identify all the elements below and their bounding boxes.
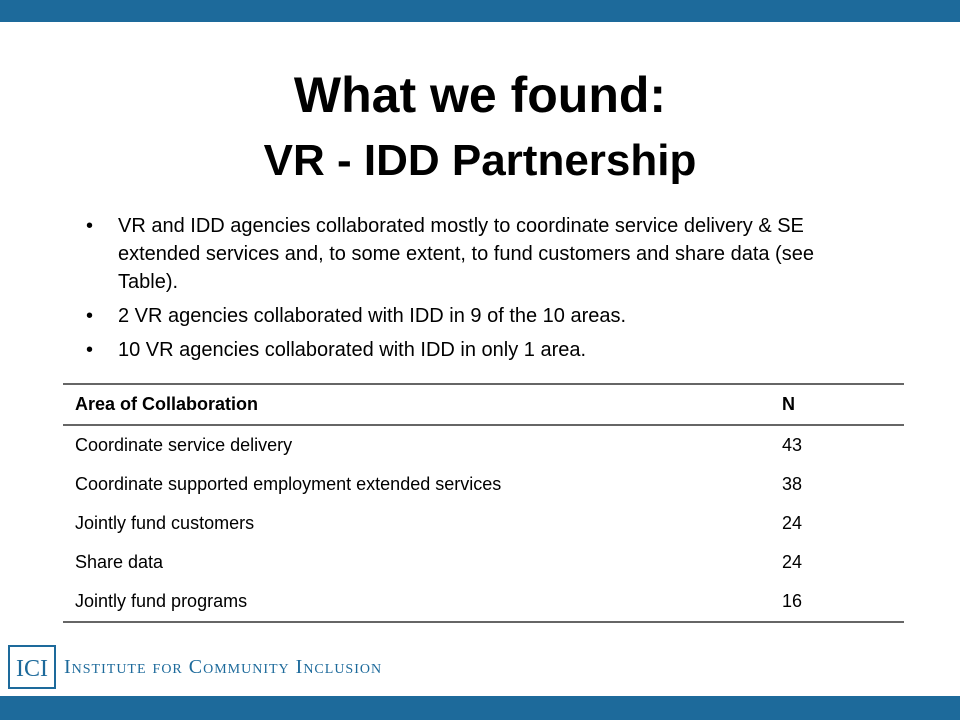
header-n: N [782, 394, 795, 414]
table-row: Coordinate service delivery 43 [63, 425, 904, 465]
bullet-icon: • [86, 305, 94, 327]
slide-title: What we found: VR - IDD Partnership [0, 62, 960, 194]
cell-area: Coordinate service delivery [75, 435, 293, 455]
bottom-banner [0, 696, 960, 720]
table-row: Jointly fund programs 16 [63, 582, 904, 622]
header-area: Area of Collaboration [75, 394, 259, 414]
logo-text: ICI [16, 656, 48, 682]
title-line-1: What we found: [293, 67, 667, 123]
title-line-2: VR - IDD Partnership [263, 136, 697, 185]
bullet-item: • 2 VR agencies collaborated with IDD in… [80, 302, 820, 330]
bullet-text: 10 VR agencies collaborated with IDD in … [118, 339, 587, 361]
org-name: Institute for Community Inclusion [64, 656, 383, 678]
bullet-item: • VR and IDD agencies collaborated mostl… [80, 212, 820, 296]
top-banner [0, 0, 960, 22]
cell-area: Coordinate supported employment extended… [75, 474, 502, 494]
bullet-icon: • [86, 339, 94, 361]
collaboration-table: Area of Collaboration N Coordinate servi… [63, 383, 904, 623]
table-row: Share data 24 [63, 543, 904, 582]
cell-n: 16 [782, 591, 803, 611]
bullet-list: • VR and IDD agencies collaborated mostl… [80, 212, 820, 370]
bullet-text: 2 VR agencies collaborated with IDD in 9… [118, 305, 627, 327]
bullet-item: • 10 VR agencies collaborated with IDD i… [80, 336, 820, 364]
cell-n: 24 [782, 513, 803, 533]
table-row: Jointly fund customers 24 [63, 504, 904, 543]
table-header-row: Area of Collaboration N [63, 384, 904, 425]
bullet-text: VR and IDD agencies collaborated mostly … [118, 215, 814, 293]
ici-logo-icon: ICI [8, 645, 56, 689]
cell-area: Jointly fund customers [75, 513, 255, 533]
table-row: Coordinate supported employment extended… [63, 465, 904, 504]
bullet-icon: • [86, 215, 94, 237]
cell-n: 38 [782, 474, 803, 494]
cell-n: 43 [782, 435, 803, 455]
cell-area: Share data [75, 552, 164, 572]
cell-n: 24 [782, 552, 803, 572]
cell-area: Jointly fund programs [75, 591, 248, 611]
